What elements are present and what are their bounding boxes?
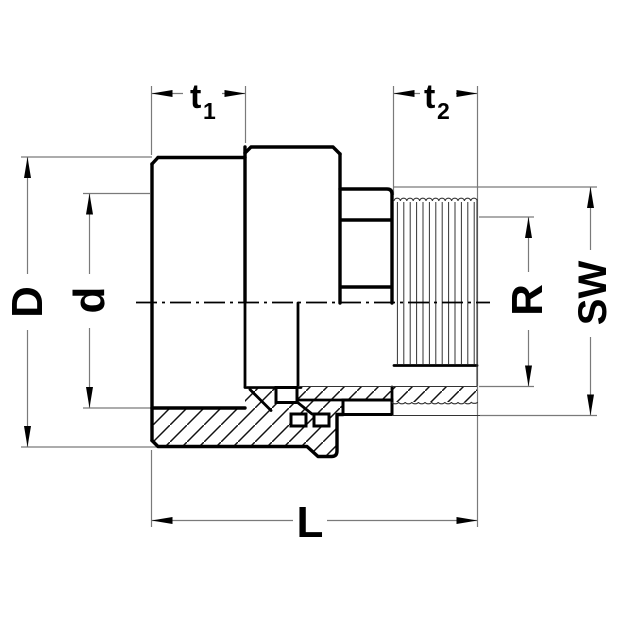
arrow-t2-left: [393, 90, 415, 97]
arrow-d-top: [86, 193, 93, 215]
arrow-t1-right: [224, 90, 246, 97]
insert-tooth-right: [312, 412, 331, 428]
arrow-L-right: [456, 517, 478, 524]
arrow-SW-top: [587, 187, 594, 208]
insert-notch: [274, 386, 299, 404]
arrow-d-bottom: [86, 387, 93, 408]
dim-t1-label: t: [190, 78, 201, 116]
dim-t1-sub: 1: [203, 98, 216, 124]
arrow-R-top: [525, 217, 532, 238]
dim-L: L: [151, 498, 478, 547]
arrow-SW-bottom: [587, 394, 594, 416]
arrow-D-top: [24, 157, 31, 178]
dim-L-label: L: [297, 498, 324, 547]
male-thread: [391, 197, 480, 417]
dim-R-label: R: [503, 284, 552, 316]
insert-tooth-left: [289, 412, 308, 428]
arrow-R-bottom: [525, 365, 532, 387]
arrow-t1-left: [151, 90, 173, 97]
dim-SW-label: SW: [571, 261, 615, 326]
dim-D-label: D: [3, 286, 52, 318]
dim-d-label: d: [65, 287, 114, 314]
dim-d: d: [65, 193, 114, 408]
dim-t2: t 2: [393, 78, 478, 124]
dim-D: D: [3, 157, 52, 447]
dim-t2-label: t: [424, 78, 435, 116]
hex-wall-section: [341, 398, 394, 416]
extension-lines: [21, 86, 597, 527]
arrow-D-bottom: [24, 426, 31, 447]
arrow-t2-right: [456, 90, 478, 97]
dim-R: R: [503, 217, 552, 387]
dim-t2-sub: 2: [437, 98, 450, 124]
dim-SW: SW: [571, 187, 615, 416]
arrow-L-left: [151, 517, 173, 524]
dim-t1: t 1: [151, 78, 246, 124]
